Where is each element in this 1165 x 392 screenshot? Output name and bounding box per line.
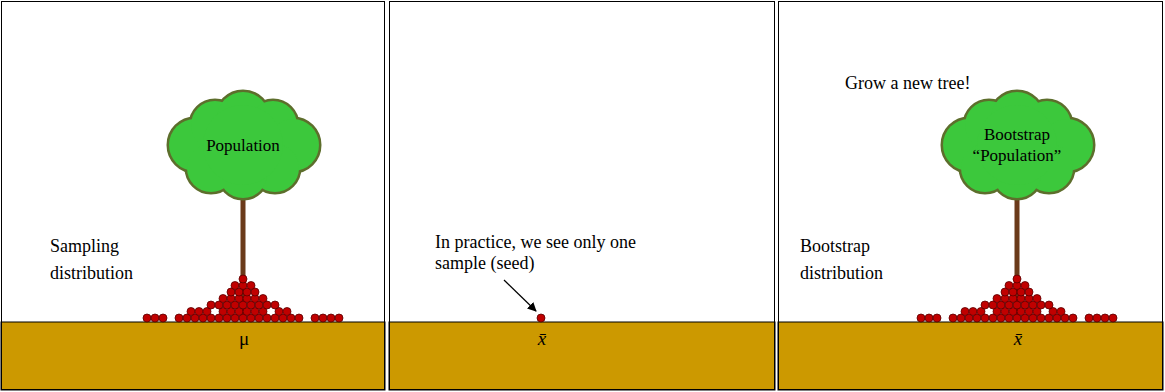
distribution-label: Bootstrap distribution — [800, 233, 925, 287]
sample-dot — [239, 275, 247, 283]
note-text: In practice, we see only one sample (see… — [435, 232, 640, 274]
cloud-label: Bootstrap “Population” — [961, 124, 1073, 166]
sample-dot — [159, 314, 167, 322]
sample-dot — [319, 314, 327, 322]
panel: In practice, we see only one sample (see… — [389, 1, 775, 390]
pointer-arrow — [504, 280, 536, 311]
sample-dot — [207, 301, 215, 309]
sample-dot — [1085, 314, 1093, 322]
sample-dot — [933, 314, 941, 322]
sample-dot — [1021, 282, 1029, 290]
sample-dot — [151, 314, 159, 322]
parameter-symbol: μ — [224, 328, 264, 350]
ground — [1, 322, 385, 390]
sample-dot — [1045, 301, 1053, 309]
sample-dot — [961, 308, 969, 316]
distribution-label: Sampling distribution — [50, 233, 175, 287]
sample-dot — [247, 282, 255, 290]
sample-dot — [195, 308, 203, 316]
panel: Sampling distribution μ Population — [1, 1, 385, 390]
sample-dot — [1057, 308, 1065, 316]
sample-dot — [271, 301, 279, 309]
sample-dot — [537, 314, 545, 322]
statistic-symbol: x̄ — [998, 328, 1038, 350]
cloud-edge — [977, 105, 1057, 185]
statistic-symbol: x̄ — [522, 328, 562, 350]
cloud-label: Population — [187, 135, 299, 156]
sample-dot — [283, 308, 291, 316]
sample-dot — [259, 295, 267, 303]
sample-dot — [917, 314, 925, 322]
sample-dot — [1101, 314, 1109, 322]
sample-dot — [143, 314, 151, 322]
sample-dot — [1013, 275, 1021, 283]
panel: Grow a new tree!Bootstrap distributionx̄… — [778, 1, 1163, 390]
sample-dot — [219, 295, 227, 303]
cloud-fill — [977, 105, 1057, 185]
sample-dot — [295, 314, 303, 322]
tree-cloud: Population — [165, 90, 321, 200]
sample-dot — [993, 295, 1001, 303]
dot-piles — [143, 275, 1117, 322]
sample-dot — [1093, 314, 1101, 322]
sample-dot — [1005, 282, 1013, 290]
sample-dot — [231, 282, 239, 290]
sample-dot — [327, 314, 335, 322]
sample-dot — [949, 314, 957, 322]
sample-dot — [175, 314, 183, 322]
sample-dot — [981, 301, 989, 309]
sample-dot — [335, 314, 343, 322]
sample-dot — [1109, 314, 1117, 322]
ground — [389, 322, 775, 390]
sample-dot — [1033, 295, 1041, 303]
sample-dot — [187, 308, 195, 316]
ground — [778, 322, 1163, 390]
sample-dot — [1069, 314, 1077, 322]
sample-dot — [311, 314, 319, 322]
sample-dot — [925, 314, 933, 322]
cloud-outline — [939, 90, 1095, 200]
tree-cloud: Bootstrap “Population” — [939, 90, 1095, 200]
sample-dot — [969, 308, 977, 316]
